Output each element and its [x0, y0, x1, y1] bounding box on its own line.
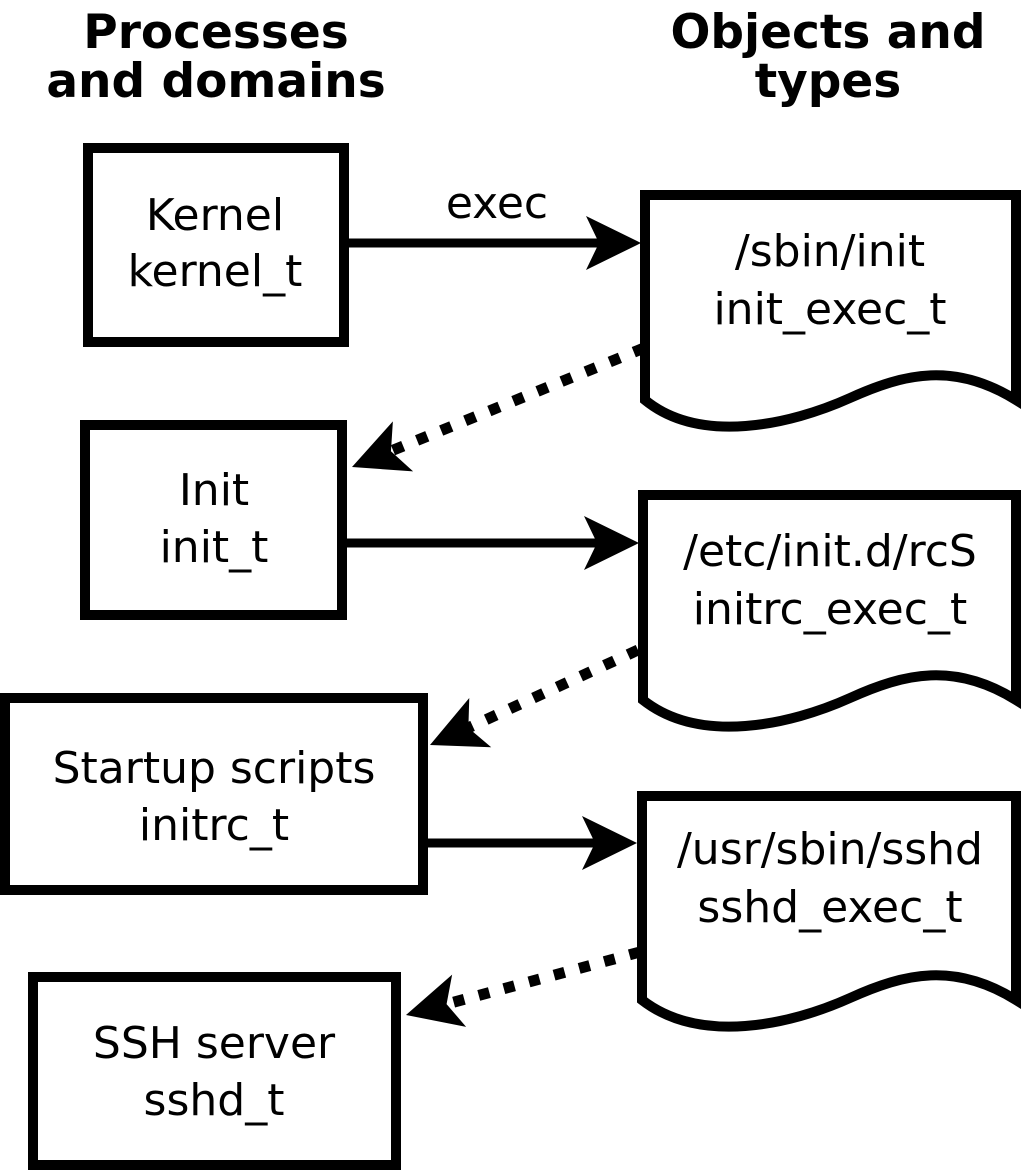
edge-rcs-to-startup-scripts — [430, 645, 641, 748]
node-ssh-server-name: SSH server — [93, 1018, 336, 1069]
header-processes-line2: and domains — [46, 54, 385, 109]
node-ssh-server-box — [28, 972, 401, 1170]
arrowhead-icon — [582, 816, 637, 870]
edge-label-exec: exec — [446, 178, 548, 229]
node-usr-sbin-sshd-path: /usr/sbin/sshd — [677, 824, 983, 875]
node-kernel-name: Kernel — [146, 190, 284, 241]
node-ssh-server-domain: sshd_t — [144, 1075, 285, 1126]
node-sbin-init-type: init_exec_t — [713, 284, 946, 335]
node-init-box — [80, 420, 347, 620]
arrowhead-icon — [584, 516, 639, 570]
column-header-objects: Objects and types — [670, 5, 985, 109]
node-sbin-init: /sbin/init init_exec_t — [640, 190, 1021, 432]
edge-startup-exec-sshd — [424, 816, 637, 870]
node-usr-sbin-sshd: /usr/sbin/sshd sshd_exec_t — [637, 791, 1021, 1032]
node-etc-initd-rcs-path: /etc/init.d/rcS — [683, 526, 977, 577]
node-usr-sbin-sshd-doc — [637, 791, 1021, 1032]
arrowhead-icon — [430, 697, 492, 748]
node-startup-scripts-box — [0, 693, 428, 895]
node-startup-scripts-name: Startup scripts — [53, 743, 376, 794]
arrowhead-icon — [406, 974, 467, 1027]
edge-init-exec-rcs — [344, 516, 639, 570]
node-sbin-init-doc — [640, 190, 1021, 432]
node-init-domain: init_t — [160, 522, 269, 573]
edge-line — [388, 342, 647, 457]
header-processes-line1: Processes — [83, 5, 348, 60]
node-kernel: Kernel kernel_t — [83, 143, 349, 347]
edge-sshd-to-ssh-server — [406, 946, 642, 1027]
node-startup-scripts: Startup scripts initrc_t — [0, 693, 428, 895]
edge-kernel-exec-sbin-init: exec — [346, 178, 641, 270]
header-objects-line2: types — [755, 54, 902, 109]
node-init: Init init_t — [80, 420, 347, 620]
edge-line — [465, 645, 641, 733]
node-etc-initd-rcs-type: initrc_exec_t — [693, 584, 967, 635]
node-kernel-box — [83, 143, 349, 347]
column-header-processes: Processes and domains — [46, 5, 385, 109]
node-sbin-init-path: /sbin/init — [735, 226, 925, 277]
node-etc-initd-rcs: /etc/init.d/rcS initrc_exec_t — [638, 490, 1021, 732]
edge-sbin-init-to-init — [352, 342, 647, 472]
arrowhead-icon — [586, 216, 641, 270]
node-init-name: Init — [179, 465, 249, 516]
node-ssh-server: SSH server sshd_t — [28, 972, 401, 1170]
header-objects-line1: Objects and — [670, 5, 985, 60]
node-kernel-domain: kernel_t — [128, 246, 303, 297]
node-startup-scripts-domain: initrc_t — [139, 800, 289, 851]
arrowhead-icon — [352, 421, 414, 472]
node-usr-sbin-sshd-type: sshd_exec_t — [697, 882, 962, 933]
edge-line — [445, 946, 642, 1010]
node-etc-initd-rcs-doc — [638, 490, 1021, 732]
